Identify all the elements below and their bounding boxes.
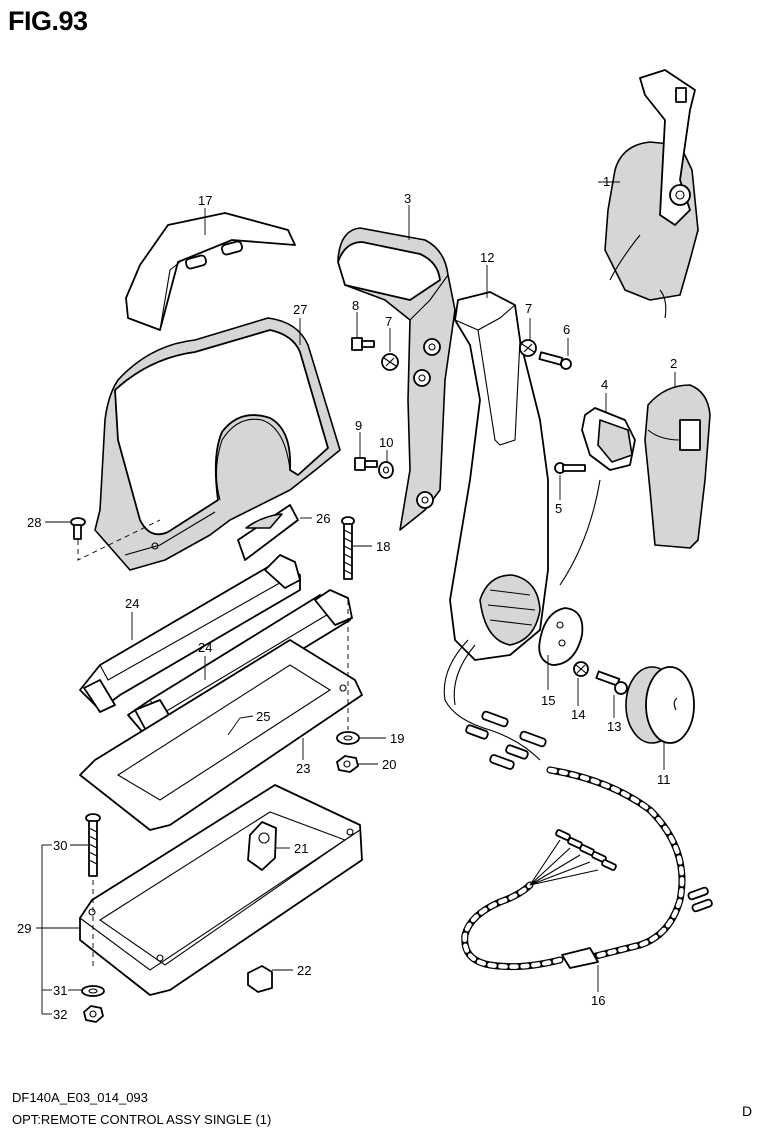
- callout-29: 29: [17, 921, 31, 936]
- part-20-nut[interactable]: [336, 755, 359, 773]
- callout-2: 2: [670, 356, 677, 371]
- callout-30: 30: [53, 838, 67, 853]
- callout-4: 4: [601, 377, 608, 392]
- callout-6: 6: [563, 322, 570, 337]
- part-6-screw[interactable]: [538, 351, 572, 370]
- callout-27: 27: [293, 302, 307, 317]
- callout-11: 11: [657, 772, 671, 787]
- part-16-wire-harness[interactable]: [443, 639, 713, 971]
- part-14-washer[interactable]: [573, 661, 589, 677]
- part-15-plate[interactable]: [538, 607, 584, 666]
- callout-8: 8: [352, 298, 359, 313]
- callout-22: 22: [297, 963, 311, 978]
- callout-31: 31: [53, 983, 67, 998]
- callout-13: 13: [607, 719, 621, 734]
- callout-32: 32: [53, 1007, 67, 1022]
- part-9-bolt[interactable]: [354, 457, 378, 471]
- callout-1: 1: [603, 174, 610, 189]
- part-24-bracket-upper[interactable]: [79, 554, 301, 713]
- callout-5: 5: [555, 501, 562, 516]
- part-26-plate[interactable]: [237, 504, 299, 561]
- part-8-bolt[interactable]: [351, 337, 375, 351]
- figure-title: FIG.93: [8, 6, 88, 36]
- part-7-washer-left[interactable]: [381, 353, 399, 371]
- callout-7-left: 7: [385, 314, 392, 329]
- part-30-screw[interactable]: [85, 813, 101, 877]
- part-5-screw[interactable]: [554, 462, 586, 474]
- part-17-cover-plate[interactable]: [125, 212, 296, 331]
- callout-23: 23: [296, 761, 310, 776]
- callout-24-lower: 24: [198, 640, 212, 655]
- part-7-washer-right[interactable]: [519, 339, 537, 357]
- callout-14: 14: [571, 707, 585, 722]
- callout-9: 9: [355, 418, 362, 433]
- page-marker: D: [742, 1103, 753, 1119]
- callout-21: 21: [294, 841, 308, 856]
- callout-19: 19: [390, 731, 404, 746]
- part-10-washer[interactable]: [378, 461, 394, 479]
- part-19-washer[interactable]: [336, 731, 360, 745]
- callout-10: 10: [379, 435, 393, 450]
- part-12-control-arm[interactable]: [449, 291, 549, 661]
- callout-18: 18: [376, 539, 390, 554]
- part-18-long-screw[interactable]: [341, 516, 355, 580]
- leader-lines: [36, 181, 676, 1015]
- part-21-clip[interactable]: [247, 821, 277, 871]
- part-32-nut[interactable]: [83, 1005, 104, 1023]
- callout-24-upper: 24: [125, 596, 139, 611]
- figure-description: OPT:REMOTE CONTROL ASSY SINGLE (1): [12, 1112, 272, 1127]
- part-28-screw[interactable]: [70, 517, 86, 540]
- callout-20: 20: [382, 757, 396, 772]
- callout-17: 17: [198, 193, 212, 208]
- callout-7-right: 7: [525, 301, 532, 316]
- part-1-remote-control-assembly[interactable]: [604, 69, 699, 319]
- callout-25: 25: [256, 709, 270, 724]
- part-4-neutral-switch[interactable]: [581, 407, 636, 471]
- part-29-base-frame[interactable]: [79, 784, 363, 996]
- part-22-small-clip[interactable]: [247, 965, 273, 993]
- part-31-washer[interactable]: [81, 985, 105, 997]
- figure-code: DF140A_E03_014_093: [12, 1090, 148, 1105]
- callout-26: 26: [316, 511, 330, 526]
- callout-16: 16: [591, 993, 605, 1008]
- callout-labels: 1 2 3 4 5 6 7 7 8 9 10 11 12 13 14 15 16…: [17, 174, 677, 1022]
- callout-28: 28: [27, 515, 41, 530]
- part-3-control-lever[interactable]: [337, 227, 456, 531]
- part-23-gasket[interactable]: [79, 639, 363, 831]
- callout-12: 12: [480, 250, 494, 265]
- part-13-screw[interactable]: [595, 670, 628, 695]
- part-11-cap[interactable]: [625, 666, 695, 744]
- part-27-housing-cover[interactable]: [94, 317, 341, 571]
- callout-3: 3: [404, 191, 411, 206]
- part-2-handle-grip[interactable]: [644, 384, 711, 549]
- callout-15: 15: [541, 693, 555, 708]
